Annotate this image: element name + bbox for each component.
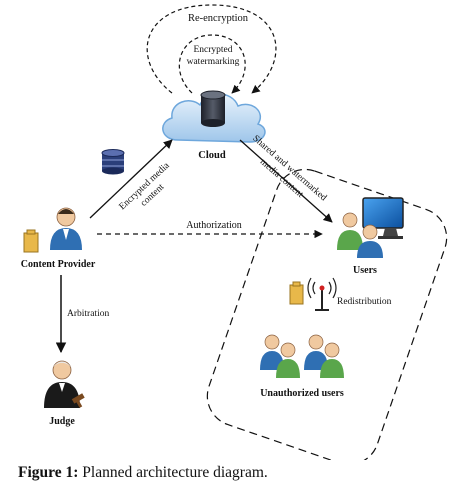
antenna-icon [307, 277, 337, 311]
encrypted-watermarking-loop: Encrypted watermarking [178, 34, 246, 94]
caption-prefix: Figure 1: [18, 464, 79, 481]
content-provider-label: Content Provider [21, 259, 96, 270]
encrypted-watermarking-label-2: watermarking [187, 57, 240, 67]
judge-icon [44, 360, 85, 408]
authorization-label: Authorization [186, 220, 242, 231]
re-encryption-loop: Re-encryption [146, 4, 277, 94]
users-people-icon [337, 212, 383, 258]
cloud-label: Cloud [198, 150, 226, 161]
cloud-to-users-arrow: Shared and watermarked media content [239, 134, 333, 223]
shared-media-label-1: Shared and watermarked [250, 134, 328, 204]
re-encryption-label: Re-encryption [188, 13, 249, 24]
redistribution-folder-icon [289, 281, 304, 305]
users-label: Users [353, 265, 377, 276]
judge-label: Judge [49, 416, 75, 427]
figure-caption: Figure 1: Planned architecture diagram. [18, 464, 268, 482]
content-provider-icon [23, 207, 82, 253]
encrypted-watermarking-label-1: Encrypted [193, 45, 232, 55]
authorization-arrow: Authorization [97, 220, 323, 239]
database-icon [200, 90, 226, 127]
user-region-boundary [206, 168, 448, 460]
small-database-icon [101, 149, 125, 175]
caption-text: Planned architecture diagram. [78, 464, 268, 481]
unauthorized-users-label: Unauthorized users [260, 388, 344, 399]
unauthorized-users-group-right-icon [304, 334, 344, 378]
redistribution-label: Redistribution [337, 297, 392, 307]
architecture-diagram: Re-encryption Encrypted watermarking Clo… [21, 4, 448, 460]
unauthorized-users-group-left-icon [260, 334, 300, 378]
users-computer-icon [362, 197, 404, 239]
arbitration-arrow: Arbitration [55, 275, 109, 354]
arbitration-label: Arbitration [67, 309, 109, 319]
